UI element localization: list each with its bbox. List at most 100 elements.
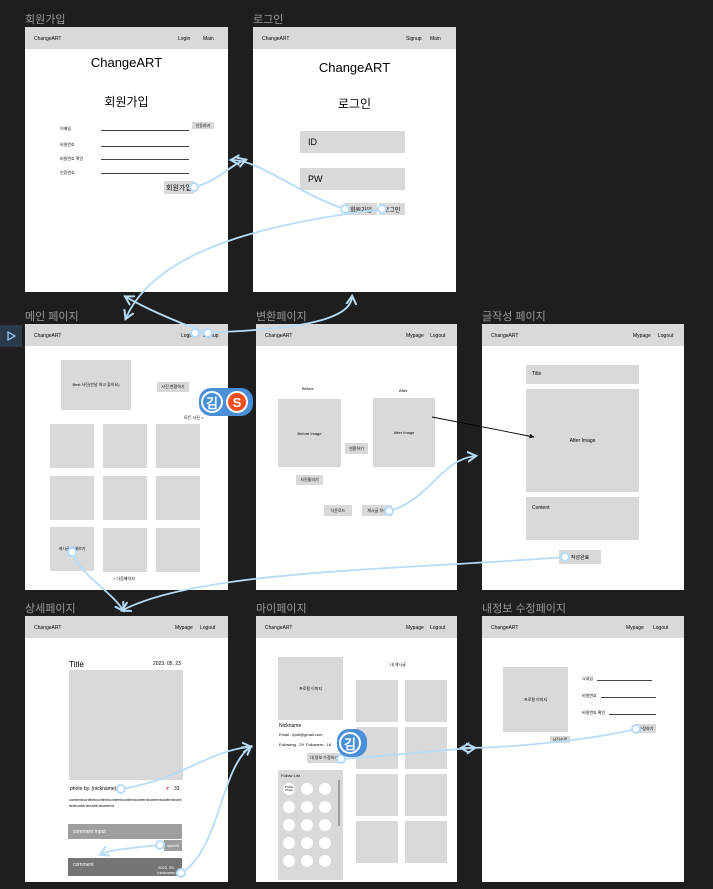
nickname-input[interactable]	[597, 680, 652, 681]
follow-avatar[interactable]	[283, 819, 295, 831]
heart-icon[interactable]: ♥	[166, 786, 169, 792]
connector-handle[interactable]	[189, 182, 199, 192]
nav-login[interactable]: Login	[181, 333, 194, 339]
nav-mypage[interactable]: Mypage	[406, 625, 424, 631]
connector-handle[interactable]	[116, 784, 126, 794]
frame-label-detail[interactable]: 상세페이지	[25, 603, 76, 615]
convert-frame[interactable]: ChangeART Mypage Logout Before After Bef…	[256, 324, 457, 590]
nav-logout[interactable]: Logout	[200, 625, 216, 631]
frame-label-convert[interactable]: 변환페이지	[256, 311, 307, 323]
connector-handle[interactable]	[377, 204, 387, 214]
brand-label[interactable]: ChangeART	[265, 333, 293, 339]
nav-login[interactable]: Login	[178, 36, 191, 42]
frame-label-editprofile[interactable]: 내정보 수정페이지	[482, 603, 567, 615]
follow-avatar[interactable]	[301, 783, 313, 795]
follow-avatar[interactable]	[283, 837, 295, 849]
photo-thumbnail[interactable]	[103, 528, 147, 572]
frame-label-mypage[interactable]: 마이페이지	[256, 603, 307, 615]
follow-avatar[interactable]	[283, 855, 295, 867]
convert-button[interactable]: 변환하기	[345, 443, 368, 454]
password-confirm-input[interactable]	[101, 159, 189, 160]
follow-avatar[interactable]	[301, 855, 313, 867]
photo-by-label[interactable]: photo by. (nickname)	[70, 786, 117, 792]
verify-button[interactable]: 인증하기	[192, 122, 214, 129]
photo-thumbnail[interactable]	[156, 424, 200, 468]
editprofile-frame[interactable]: ChangeART Mypage Logout 프로필 이미지 닉네임 비밀번호…	[482, 616, 684, 882]
follow-avatar[interactable]	[301, 819, 313, 831]
nav-mypage[interactable]: Mypage	[633, 333, 651, 339]
flow-start-icon[interactable]	[0, 325, 22, 347]
connector-handle[interactable]	[336, 754, 346, 764]
nav-mypage[interactable]: Mypage	[626, 625, 644, 631]
frame-label-main[interactable]: 메인 페이지	[25, 311, 79, 323]
nav-logout[interactable]: Logout	[653, 625, 669, 631]
email-input[interactable]	[101, 130, 189, 131]
connector-handle[interactable]	[560, 552, 570, 562]
comment-item[interactable]: comment	[68, 858, 182, 876]
follow-avatar[interactable]	[319, 837, 331, 849]
brand-label[interactable]: ChangeART	[265, 625, 293, 631]
photo-thumbnail[interactable]	[103, 424, 147, 468]
code-input[interactable]	[101, 173, 189, 174]
upload-photo-button[interactable]: 사진올리기	[296, 475, 323, 485]
nav-main[interactable]: Main	[203, 36, 214, 42]
best-image[interactable]: Best 사진(만날 하고 좋아요)	[61, 360, 131, 410]
title-input[interactable]: Title	[526, 365, 639, 384]
photo-thumbnail[interactable]	[405, 821, 447, 863]
comment-input[interactable]: comment input	[68, 824, 182, 839]
follow-avatar[interactable]	[301, 801, 313, 813]
nav-logout[interactable]: Logout	[430, 333, 446, 339]
follow-list-scrollbar[interactable]	[338, 780, 340, 826]
photo-thumbnail[interactable]	[156, 476, 200, 520]
password-input[interactable]	[601, 697, 656, 698]
nav-logout[interactable]: Logout	[658, 333, 674, 339]
follow-avatar[interactable]	[301, 837, 313, 849]
signup-submit-button[interactable]: 회원가입	[164, 181, 194, 194]
nav-signup[interactable]: Signup	[406, 36, 422, 42]
brand-label[interactable]: ChangeART	[262, 36, 290, 42]
signup-frame[interactable]: ChangeART Login Main ChangeART 회원가입 이메일 …	[25, 27, 228, 292]
photo-thumbnail[interactable]	[50, 424, 94, 468]
follow-avatar[interactable]	[319, 819, 331, 831]
write-frame[interactable]: ChangeART Mypage Logout Title After Imag…	[482, 324, 684, 590]
write-post-button[interactable]: 게시글 작성	[362, 505, 392, 516]
id-input[interactable]: ID	[300, 131, 405, 153]
brand-label[interactable]: ChangeART	[34, 625, 62, 631]
password-input[interactable]: PW	[300, 168, 405, 190]
frame-label-login[interactable]: 로그인	[253, 14, 284, 26]
photo-thumbnail[interactable]	[156, 528, 200, 572]
photo-thumbnail[interactable]	[356, 680, 398, 722]
follow-avatar[interactable]: Profile Photo	[283, 783, 295, 795]
connector-handle[interactable]	[155, 840, 165, 850]
nav-mypage[interactable]: Mypage	[175, 625, 193, 631]
photo-thumbnail[interactable]	[405, 727, 447, 769]
save-profile-button[interactable]: 수정하기	[636, 724, 656, 733]
photo-thumbnail[interactable]	[405, 680, 447, 722]
download-button[interactable]: 다운로드	[324, 505, 352, 516]
connector-handle[interactable]	[190, 328, 200, 338]
frame-label-write[interactable]: 글작성 페이지	[482, 311, 546, 323]
photo-thumbnail[interactable]	[356, 774, 398, 816]
connector-handle[interactable]	[384, 506, 394, 516]
follow-avatar[interactable]	[319, 783, 331, 795]
connector-handle[interactable]	[176, 868, 186, 878]
follow-avatar[interactable]	[283, 801, 295, 813]
photo-thumbnail[interactable]	[103, 476, 147, 520]
brand-label[interactable]: ChangeART	[34, 333, 62, 339]
change-photo-button[interactable]: 사진수정	[550, 736, 570, 743]
nav-logout[interactable]: Logout	[430, 625, 446, 631]
edit-profile-button[interactable]: 내 정보 수정하기	[307, 753, 341, 763]
follow-avatar[interactable]	[319, 855, 331, 867]
photo-thumbnail[interactable]	[356, 821, 398, 863]
complete-button[interactable]: 작성완료	[559, 550, 601, 564]
nav-mypage[interactable]: Mypage	[406, 333, 424, 339]
mypage-frame[interactable]: ChangeART Mypage Logout 프로필 이미지 내 게시글 Ni…	[256, 616, 457, 882]
frame-label-signup[interactable]: 회원가입	[25, 14, 66, 26]
brand-label[interactable]: ChangeART	[491, 333, 519, 339]
login-frame[interactable]: ChangeART Signup Main ChangeART 로그인 ID P…	[253, 27, 456, 292]
photo-thumbnail[interactable]	[50, 476, 94, 520]
brand-label[interactable]: ChangeART	[491, 625, 519, 631]
follow-avatar[interactable]	[319, 801, 331, 813]
nav-main[interactable]: Main	[430, 36, 441, 42]
more-photos-link[interactable]: 모든 사진 >	[184, 415, 204, 420]
